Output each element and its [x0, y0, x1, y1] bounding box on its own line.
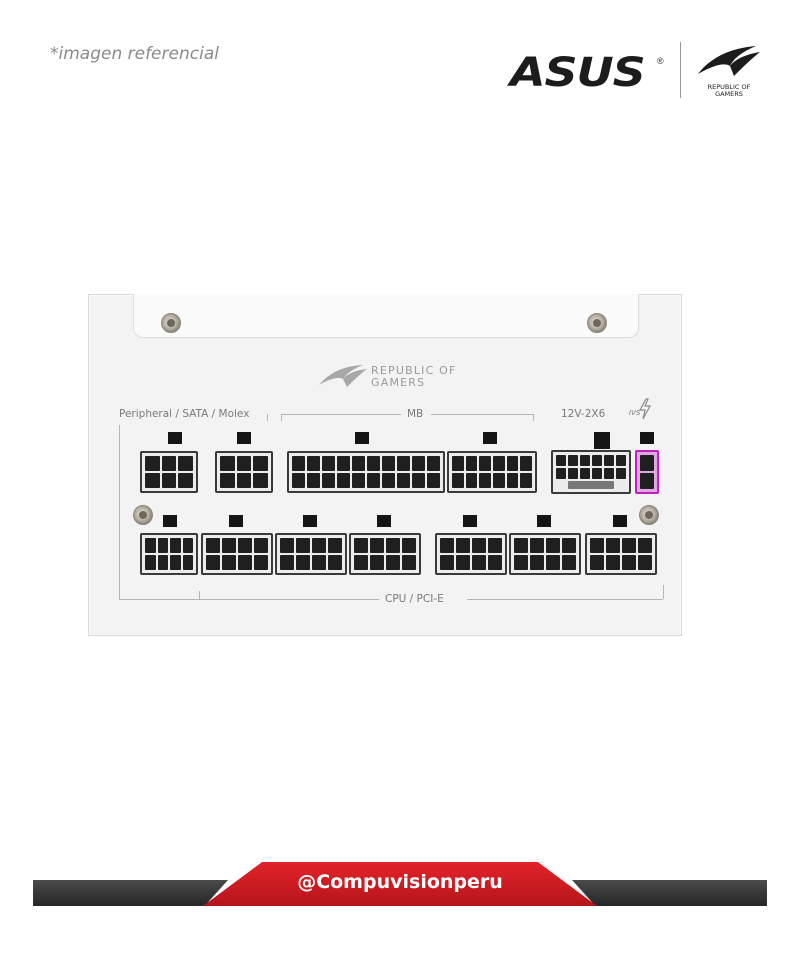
peripheral-port	[140, 451, 198, 493]
connector-latch	[537, 515, 551, 527]
connector-latch	[168, 432, 182, 444]
logo-divider	[680, 42, 681, 98]
rog-eye-icon	[698, 46, 760, 76]
brand-logos: ASUS ® REPUBLIC OF GAMERS	[510, 40, 770, 100]
sense-pin-port	[635, 450, 659, 494]
panel-rog-logo: REPUBLIC OF GAMERS	[315, 363, 475, 393]
connector-latch	[163, 515, 177, 527]
lightning-icon	[638, 398, 652, 420]
bracket-line	[119, 599, 379, 600]
connector-latch	[640, 432, 654, 444]
cpu-pcie-port	[349, 533, 421, 575]
cpu-pcie-port	[585, 533, 657, 575]
screw-icon	[639, 505, 659, 525]
connector-latch	[483, 432, 497, 444]
cpu-pcie-port	[140, 533, 198, 575]
banner-red-tab	[203, 862, 597, 906]
connector-latch	[303, 515, 317, 527]
cpu-pcie-port	[275, 533, 347, 575]
rog-logo: REPUBLIC OF GAMERS	[690, 44, 770, 100]
label-cpu-pcie: CPU / PCI-E	[385, 593, 444, 605]
caption: *imagen referencial	[50, 44, 219, 64]
rog-logo-line1: REPUBLIC OF	[707, 83, 751, 91]
connector-latch	[355, 432, 369, 444]
connector-latch	[594, 432, 610, 449]
connector-latch	[237, 432, 251, 444]
panel-rog-line2: GAMERS	[371, 376, 426, 389]
panel-rog-line1: REPUBLIC OF	[371, 364, 457, 377]
label-12v-2x6: 12V-2X6	[561, 408, 606, 420]
social-handle: @Compuvisionperu	[297, 871, 503, 893]
connector-latch	[229, 515, 243, 527]
bracket-line	[467, 599, 663, 600]
label-mb: MB	[407, 408, 424, 420]
cpu-pcie-port	[201, 533, 273, 575]
connector-latch	[613, 515, 627, 527]
screw-icon	[587, 313, 607, 333]
banner-right-band	[572, 880, 767, 906]
footer-banner: @Compuvisionperu	[33, 862, 767, 906]
cpu-pcie-port	[509, 533, 581, 575]
bracket-line	[281, 414, 401, 415]
bracket-line	[431, 414, 533, 415]
connector-latch	[377, 515, 391, 527]
mb-24pin-port	[447, 451, 537, 493]
rog-logo-line2: GAMERS	[715, 90, 743, 98]
connector-latch	[463, 515, 477, 527]
rog-logo-text: REPUBLIC OF GAMERS	[694, 84, 764, 98]
registered-mark: ®	[657, 56, 664, 66]
bracket-line	[267, 414, 268, 421]
panel-top-plate	[133, 294, 639, 338]
12v-2x6-port	[551, 450, 631, 494]
label-peripheral: Peripheral / SATA / Molex	[119, 408, 250, 420]
cpu-pcie-port	[435, 533, 507, 575]
peripheral-port	[215, 451, 273, 493]
panel-rog-text: REPUBLIC OF GAMERS	[371, 365, 457, 389]
asus-logo: ASUS	[510, 50, 646, 96]
label-ivs: IVS	[629, 409, 641, 417]
screw-icon	[133, 505, 153, 525]
bracket-line	[199, 591, 200, 599]
bracket-line	[281, 414, 282, 421]
bracket-line	[533, 414, 534, 421]
bracket-line	[119, 425, 120, 599]
psu-modular-panel: REPUBLIC OF GAMERS Peripheral / SATA / M…	[88, 294, 682, 636]
bracket-line	[663, 585, 664, 599]
banner-left-band	[33, 880, 228, 906]
screw-icon	[161, 313, 181, 333]
mb-24pin-port	[287, 451, 445, 493]
rog-eye-icon	[319, 365, 367, 387]
